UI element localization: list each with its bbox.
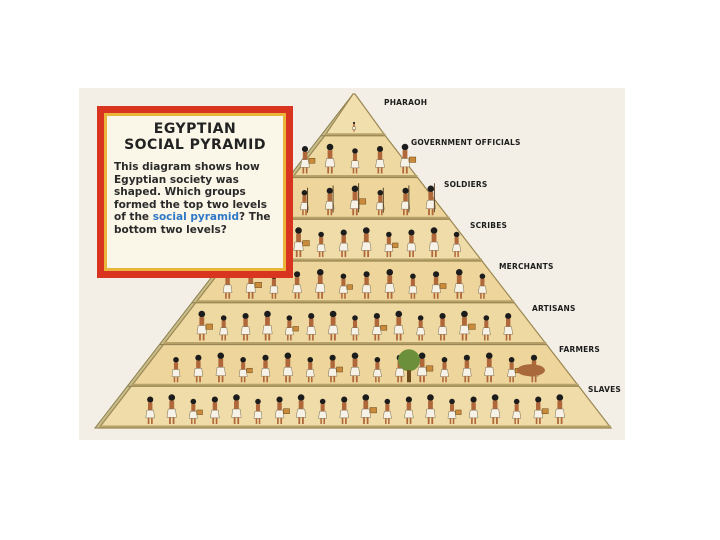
goods-prop xyxy=(197,410,203,415)
goods-prop xyxy=(469,324,476,329)
goods-prop xyxy=(303,241,310,246)
pyramid-illustration: EGYPTIAN SOCIAL PYRAMID This diagram sho… xyxy=(79,88,625,440)
goods-prop xyxy=(247,368,253,373)
goods-prop xyxy=(542,409,548,414)
goods-prop xyxy=(440,283,446,288)
level-label-farmers: FARMERS xyxy=(559,345,600,354)
goods-prop xyxy=(456,410,462,415)
goods-prop xyxy=(206,324,213,329)
goods-prop xyxy=(309,158,315,163)
level-label-officials: GOVERNMENT OFFICIALS xyxy=(411,138,521,147)
goods-prop xyxy=(337,367,343,372)
info-title: EGYPTIAN SOCIAL PYRAMID xyxy=(114,121,276,153)
pyramid-tier xyxy=(99,386,611,428)
level-label-slaves: SLAVES xyxy=(588,385,621,394)
goods-prop xyxy=(409,157,416,162)
info-body: This diagram shows how Egyptian society … xyxy=(114,161,276,236)
info-box: EGYPTIAN SOCIAL PYRAMID This diagram sho… xyxy=(97,106,293,278)
goods-prop xyxy=(392,243,398,248)
info-title-line2: SOCIAL PYRAMID xyxy=(114,137,276,153)
tree-trunk xyxy=(407,370,411,382)
goods-prop xyxy=(347,285,353,290)
level-label-soldiers: SOLDIERS xyxy=(444,180,487,189)
goods-prop xyxy=(283,409,289,414)
donkey-icon xyxy=(517,364,545,376)
info-title-line1: EGYPTIAN xyxy=(114,121,276,137)
goods-prop xyxy=(293,326,299,331)
goods-prop xyxy=(370,408,377,413)
goods-prop xyxy=(255,282,262,287)
goods-prop xyxy=(381,325,387,330)
goods-prop xyxy=(426,366,433,371)
tree-icon xyxy=(398,349,420,371)
level-label-artisans: ARTISANS xyxy=(532,304,576,313)
level-label-scribes: SCRIBES xyxy=(470,221,507,230)
goods-prop xyxy=(359,199,366,204)
level-label-pharaoh: PHARAOH xyxy=(384,98,427,107)
level-label-merchants: MERCHANTS xyxy=(499,262,554,271)
info-body-highlight: social pyramid xyxy=(153,211,239,223)
